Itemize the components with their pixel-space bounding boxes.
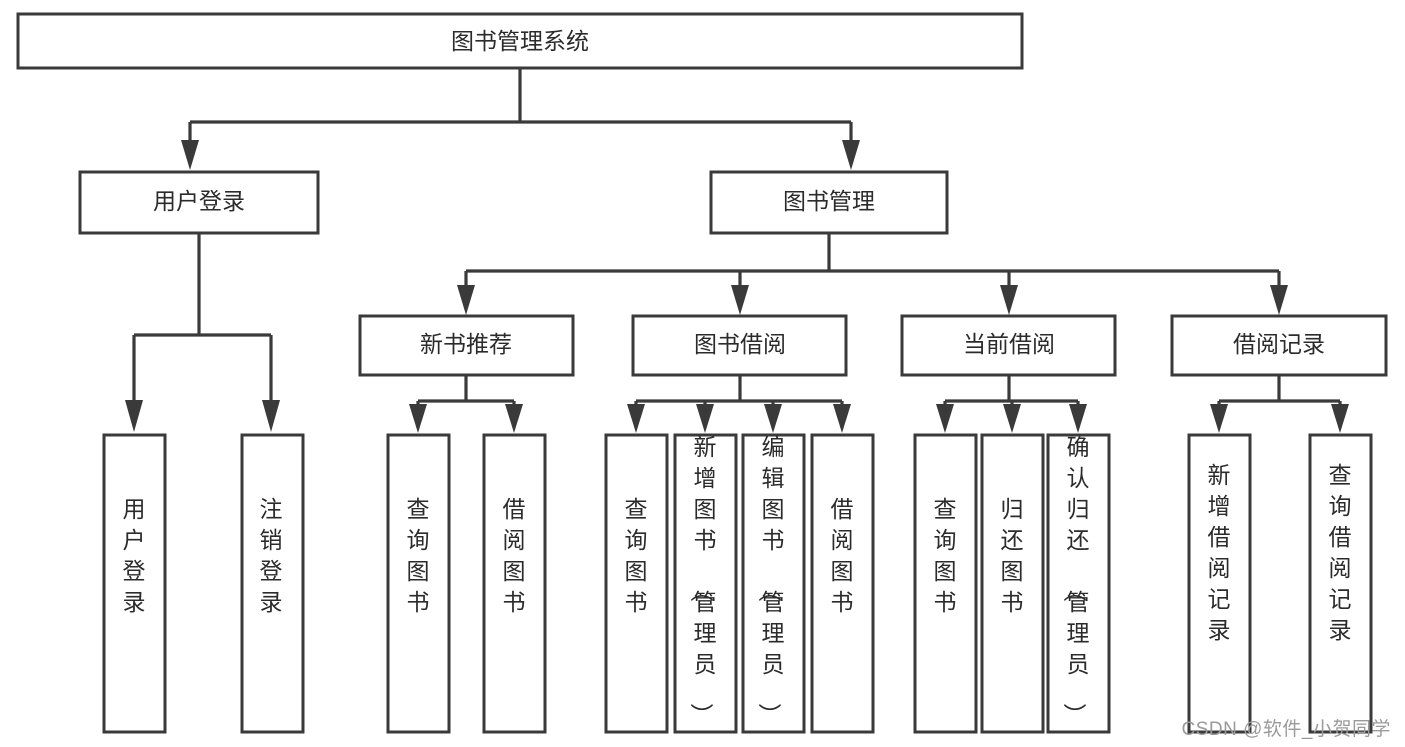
arrowhead-borrow-query [627, 404, 645, 433]
leaf-current-return[interactable]: 归还图书 [980, 433, 1045, 734]
leaf-current-return-label: 归还图书 [1001, 496, 1024, 615]
node-book-borrow-box[interactable] [631, 314, 848, 377]
leaf-borrow-add[interactable]: 新增图书（管理员） [673, 433, 738, 734]
node-borrow-record-box[interactable] [1170, 314, 1388, 377]
leaf-user-login-label: 用户登录 [123, 496, 146, 615]
leaf-newbook-borrow[interactable]: 借阅图书 [482, 433, 547, 734]
leaf-current-confirm-box[interactable] [1046, 433, 1111, 734]
leaf-current-query[interactable]: 查询图书 [913, 433, 978, 734]
leaf-borrow-query-box[interactable] [604, 433, 669, 734]
leaf-borrow-query-label: 查询图书 [625, 496, 648, 615]
leaf-newbook-query[interactable]: 查询图书 [386, 433, 451, 734]
node-user-login[interactable]: 用户登录 [78, 170, 320, 235]
leaf-logout-label: 注销登录 [260, 496, 283, 615]
arrowhead-newbook-query [409, 404, 427, 433]
node-book-management-label: 图书管理 [783, 188, 875, 214]
leaf-record-query-box[interactable] [1308, 433, 1373, 734]
leaf-borrow-lend-label: 借阅图书 [831, 496, 854, 615]
leaf-newbook-query-label: 查询图书 [407, 496, 430, 615]
node-new-book-recommend-label: 新书推荐 [420, 331, 512, 357]
node-book-management-box[interactable] [709, 170, 949, 235]
arrowhead-leaf-user-login [125, 400, 143, 432]
leaf-current-query-box[interactable] [913, 433, 978, 734]
watermark: CSDN @软件_小贺同学 [1181, 719, 1391, 740]
leaf-current-return-box[interactable] [980, 433, 1045, 734]
leaf-borrow-edit-label: 编辑图书（管理员） [757, 434, 785, 726]
arrowhead-book-mgmt [842, 140, 860, 170]
node-book-borrow-label: 图书借阅 [694, 331, 786, 357]
arrowhead-current-confirm [1069, 404, 1087, 433]
arrowhead-user-login [181, 140, 199, 170]
node-current-borrow-box[interactable] [900, 314, 1117, 377]
arrowhead-record-add [1210, 404, 1228, 433]
leaf-current-confirm-label: 确认归还（管理员） [1062, 434, 1090, 726]
leaf-borrow-add-box[interactable] [673, 433, 738, 734]
arrowhead-borrow-add [696, 404, 714, 433]
leaf-logout-box[interactable] [240, 433, 305, 734]
leaf-current-confirm[interactable]: 确认归还（管理员） [1046, 433, 1111, 734]
leaf-newbook-borrow-box[interactable] [482, 433, 547, 734]
arrowhead-current-query [936, 404, 954, 433]
node-book-management[interactable]: 图书管理 [709, 170, 949, 235]
node-book-borrow[interactable]: 图书借阅 [631, 314, 848, 377]
leaf-borrow-lend-box[interactable] [810, 433, 875, 734]
node-current-borrow[interactable]: 当前借阅 [900, 314, 1117, 377]
connector-layer [125, 68, 1349, 433]
arrowhead-newbook [457, 285, 475, 315]
leaf-record-query-label: 查询借阅记录 [1329, 462, 1352, 643]
node-borrow-record-label: 借阅记录 [1233, 331, 1325, 357]
node-user-login-box[interactable] [78, 170, 320, 235]
node-new-book-recommend[interactable]: 新书推荐 [358, 314, 575, 377]
arrowhead-current [1000, 285, 1018, 315]
node-current-borrow-label: 当前借阅 [963, 331, 1055, 357]
arrowhead-borrow [731, 285, 749, 315]
node-user-login-label: 用户登录 [153, 188, 245, 214]
leaf-user-login-box[interactable] [102, 433, 167, 734]
leaf-record-add[interactable]: 新增借阅记录 [1187, 433, 1252, 734]
node-root-label: 图书管理系统 [451, 28, 589, 54]
arrowhead-leaf-logout [262, 400, 280, 432]
leaf-current-query-label: 查询图书 [934, 496, 957, 615]
leaf-user-login[interactable]: 用户登录 [102, 433, 167, 734]
arrowhead-newbook-borrow [505, 404, 523, 433]
arrowhead-borrow-lend [833, 404, 851, 433]
leaf-borrow-edit[interactable]: 编辑图书（管理员） [741, 433, 806, 734]
arrowhead-record-query [1331, 404, 1349, 433]
leaf-borrow-query[interactable]: 查询图书 [604, 433, 669, 734]
arrowhead-current-return [1003, 404, 1021, 433]
leaf-borrow-lend[interactable]: 借阅图书 [810, 433, 875, 734]
node-root-box[interactable] [16, 12, 1024, 70]
leaf-newbook-query-box[interactable] [386, 433, 451, 734]
node-new-book-recommend-box[interactable] [358, 314, 575, 377]
arrowhead-record [1270, 285, 1288, 315]
leaf-record-add-box[interactable] [1187, 433, 1252, 734]
leaf-borrow-add-label: 新增图书（管理员） [689, 434, 717, 726]
arrowhead-borrow-edit [764, 404, 782, 433]
leaf-borrow-edit-box[interactable] [741, 433, 806, 734]
leaf-record-query[interactable]: 查询借阅记录 [1308, 433, 1373, 734]
leaf-record-add-label: 新增借阅记录 [1208, 462, 1231, 643]
leaf-newbook-borrow-label: 借阅图书 [503, 496, 526, 615]
node-borrow-record[interactable]: 借阅记录 [1170, 314, 1388, 377]
node-root[interactable]: 图书管理系统 [16, 12, 1024, 70]
leaf-logout[interactable]: 注销登录 [240, 433, 305, 734]
